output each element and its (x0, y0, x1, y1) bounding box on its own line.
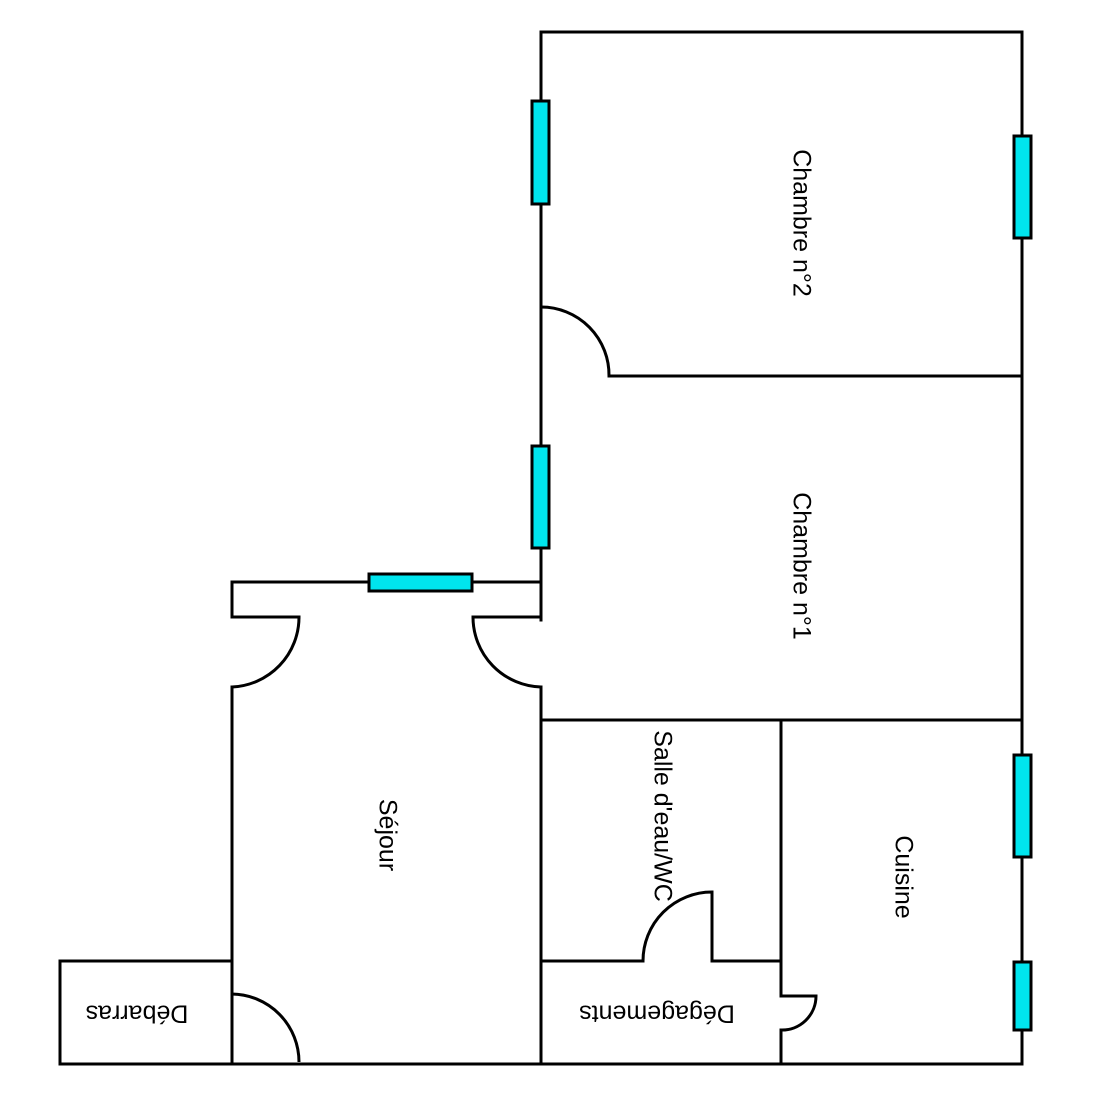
window-bedroom1-left (530, 444, 551, 550)
label-chambre2: Chambre n°2 (787, 149, 815, 297)
door-sejour-right-icon (471, 616, 542, 689)
wall-debarras (58, 959, 234, 1066)
window-hall-top (367, 572, 474, 593)
doors (231, 305, 818, 1063)
window-cuisine-lower (1012, 960, 1033, 1032)
label-debarras: Débarras (86, 999, 189, 1027)
door-sejour-left-icon (231, 616, 301, 689)
label-cuisine: Cuisine (889, 835, 917, 918)
windows (367, 99, 1033, 1032)
door-debarras-icon (231, 992, 301, 1063)
window-bedroom2-left (530, 99, 551, 206)
window-bedroom2-right (1012, 134, 1033, 240)
label-salle-eau: Salle d'eau/WC (648, 730, 676, 902)
window-cuisine-upper (1012, 753, 1033, 859)
label-chambre1: Chambre n°1 (787, 492, 815, 640)
door-cuisine-icon (780, 994, 818, 1032)
room-labels: Chambre n°2 Chambre n°1 Séjour Salle d'e… (86, 149, 918, 1027)
label-sejour: Séjour (373, 799, 401, 871)
label-degagements: Dégagements (579, 999, 735, 1027)
door-bedroom2-icon (540, 305, 611, 377)
door-salle-eau-icon (641, 890, 714, 962)
